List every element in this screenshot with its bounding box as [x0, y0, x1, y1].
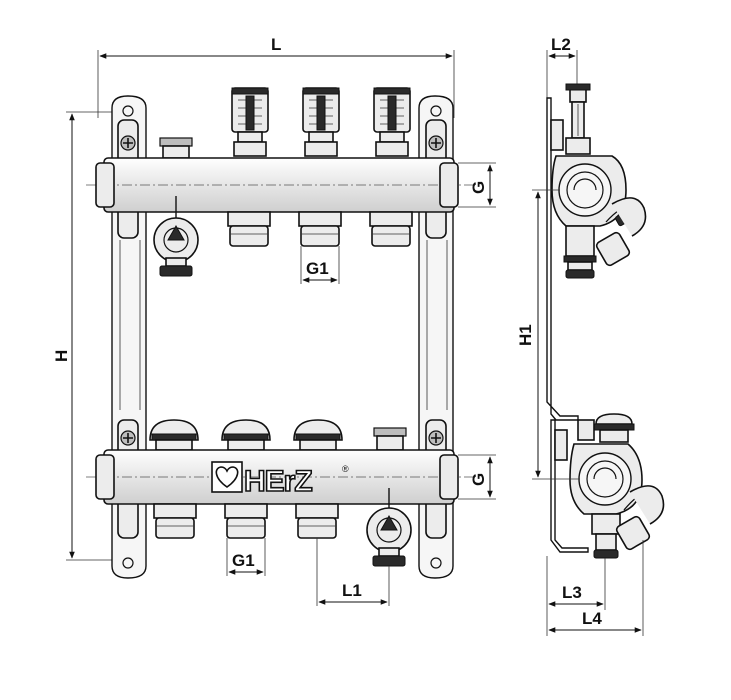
front-view: L H	[52, 35, 496, 606]
dimension-label-G-bottom: G	[469, 473, 488, 486]
dimension-L4: L4	[548, 540, 644, 636]
valve-cap-2	[221, 419, 271, 451]
dimension-G1-bottom: G1	[226, 538, 266, 576]
flowmeter-3	[373, 87, 411, 157]
dimension-label-G1-bottom: G1	[232, 551, 255, 570]
outlet-bottom-1	[153, 503, 197, 539]
side-top-unit	[551, 83, 647, 279]
dimension-label-H1: H1	[516, 324, 535, 346]
dimension-label-L2: L2	[551, 35, 571, 54]
dimension-L: L	[97, 35, 455, 118]
brand-name: HErZ	[244, 465, 312, 498]
valve-cap-1	[149, 419, 199, 451]
outlet-top-2	[298, 211, 342, 247]
dimension-G1-top: G1	[300, 246, 340, 284]
dimension-G-top: G	[458, 162, 496, 208]
flowmeter-2	[302, 87, 340, 157]
brand-registered-mark: ®	[342, 464, 349, 474]
heart-icon	[215, 466, 239, 488]
fill-drain-valve-top	[153, 196, 199, 277]
brand-logo: HErZ ®	[211, 461, 349, 499]
dimension-label-G-top: G	[469, 181, 488, 194]
dimension-L3: L3	[546, 556, 606, 636]
dimension-L1: L1	[316, 538, 390, 606]
dimension-label-L: L	[271, 35, 281, 54]
dimension-label-L1: L1	[342, 581, 362, 600]
dimension-label-L4: L4	[582, 609, 602, 628]
outlet-bottom-2	[224, 503, 268, 539]
dimension-H1: H1	[516, 189, 580, 480]
flowmeter-1	[231, 87, 269, 157]
dimension-label-L3: L3	[562, 583, 582, 602]
air-vent-bottom	[373, 427, 407, 451]
fill-drain-valve-bottom	[366, 488, 412, 567]
outlet-bottom-3	[295, 503, 339, 539]
outlet-top-1	[227, 211, 271, 247]
dimension-label-H: H	[52, 350, 71, 362]
bottom-manifold: HErZ ®	[86, 419, 474, 567]
valve-cap-3	[293, 419, 343, 451]
dimension-label-G1-top: G1	[306, 259, 329, 278]
dimension-G-bottom: G	[458, 454, 496, 500]
side-bottom-unit	[569, 413, 665, 559]
top-manifold	[86, 87, 474, 277]
outlet-top-3	[369, 211, 413, 247]
air-vent-top	[159, 137, 193, 159]
side-view: L2	[516, 35, 665, 636]
